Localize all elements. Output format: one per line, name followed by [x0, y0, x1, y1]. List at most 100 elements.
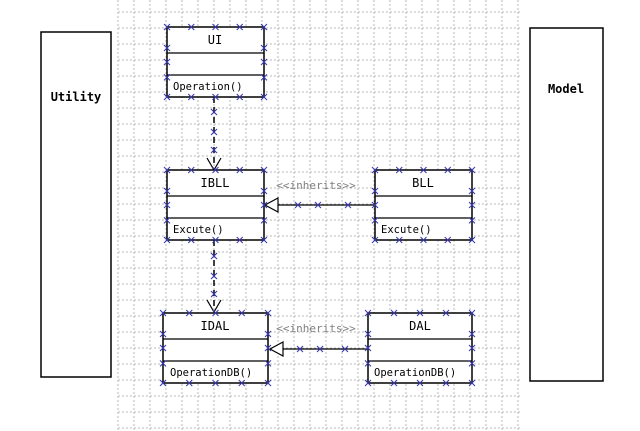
- handle-marker: [371, 236, 379, 244]
- handle-marker: [187, 93, 195, 101]
- handle-marker: [468, 379, 476, 387]
- bll-ibll-stereotype: <<inherits>>: [276, 179, 356, 192]
- handle-marker: [344, 201, 352, 209]
- handle-marker: [364, 309, 372, 317]
- selection-handles: [159, 23, 476, 387]
- handle-marker: [264, 344, 272, 352]
- handle-marker: [364, 360, 372, 367]
- handle-marker: [163, 74, 171, 81]
- handle-marker: [260, 166, 268, 174]
- handle-marker: [260, 23, 268, 31]
- handle-marker: [390, 379, 398, 387]
- handle-marker: [341, 345, 349, 353]
- class-ibll-name: IBLL: [201, 176, 230, 190]
- handle-marker: [260, 44, 268, 52]
- class-dal-operation: OperationDB(): [374, 367, 456, 379]
- handle-marker: [212, 236, 219, 244]
- handle-marker: [371, 217, 379, 224]
- handle-marker: [159, 360, 167, 367]
- handle-marker: [210, 290, 218, 298]
- bll-ibll-generalization[interactable]: <<inherits>>: [263, 179, 375, 214]
- handle-marker: [468, 344, 476, 352]
- handle-marker: [212, 23, 219, 31]
- handle-marker: [371, 201, 379, 209]
- handle-marker: [212, 309, 219, 317]
- handle-marker: [442, 379, 450, 387]
- class-ui-operation: Operation(): [173, 81, 243, 93]
- handle-marker: [163, 44, 171, 52]
- class-idal[interactable]: IDAL OperationDB(): [162, 312, 269, 384]
- handle-marker: [210, 128, 218, 136]
- handle-marker: [468, 187, 476, 195]
- handle-marker: [212, 379, 219, 387]
- handle-marker: [468, 166, 476, 174]
- handle-marker: [163, 201, 171, 209]
- class-idal-name: IDAL: [201, 319, 230, 333]
- handle-marker: [187, 236, 195, 244]
- handle-marker: [260, 58, 268, 66]
- handle-marker: [420, 236, 427, 244]
- handle-marker: [442, 309, 450, 317]
- handle-marker: [264, 379, 272, 387]
- handle-marker: [187, 166, 195, 174]
- dal-idal-generalization[interactable]: <<inherits>>: [268, 322, 368, 358]
- handle-marker: [468, 201, 476, 209]
- handle-marker: [364, 379, 372, 387]
- utility-panel-box: [40, 31, 112, 378]
- handle-marker: [468, 236, 476, 244]
- class-idal-operation: OperationDB(): [170, 367, 252, 379]
- handle-marker: [163, 93, 171, 101]
- handle-marker: [364, 330, 372, 338]
- handle-marker: [260, 93, 268, 101]
- handle-marker: [420, 166, 427, 174]
- handle-marker: [159, 344, 167, 352]
- handle-marker: [264, 360, 272, 367]
- handle-marker: [236, 93, 244, 101]
- handle-marker: [371, 187, 379, 195]
- class-ibll-box: [166, 169, 265, 241]
- handle-marker: [314, 201, 322, 209]
- handle-marker: [260, 217, 268, 224]
- handle-marker: [163, 166, 171, 174]
- handle-marker: [238, 379, 246, 387]
- class-bll-box: [374, 169, 473, 241]
- handle-marker: [260, 236, 268, 244]
- handle-marker: [416, 379, 424, 387]
- handle-marker: [395, 166, 403, 174]
- dal-idal-stereotype: <<inherits>>: [276, 322, 356, 335]
- handle-marker: [260, 74, 268, 81]
- handle-marker: [468, 217, 476, 224]
- handle-marker: [468, 360, 476, 367]
- utility-panel[interactable]: Utility: [40, 31, 112, 378]
- class-ui[interactable]: UI Operation(): [166, 26, 265, 98]
- handle-marker: [185, 379, 193, 387]
- handle-marker: [163, 23, 171, 31]
- class-bll[interactable]: BLL Excute(): [374, 169, 473, 241]
- bll-ibll-triangle: [263, 196, 279, 214]
- handle-marker: [444, 166, 452, 174]
- class-dal[interactable]: DAL OperationDB(): [367, 312, 473, 384]
- handle-marker: [210, 146, 218, 154]
- handle-marker: [212, 93, 219, 101]
- handle-marker: [294, 201, 302, 209]
- handle-marker: [236, 166, 244, 174]
- handle-marker: [159, 379, 167, 387]
- handle-marker: [163, 217, 171, 224]
- handle-marker: [187, 23, 195, 31]
- model-panel[interactable]: Model: [529, 27, 604, 382]
- handle-marker: [163, 58, 171, 66]
- handle-marker: [163, 187, 171, 195]
- handle-marker: [416, 309, 424, 317]
- model-panel-label: Model: [548, 82, 584, 96]
- handle-marker: [468, 309, 476, 317]
- class-bll-name: BLL: [412, 176, 434, 190]
- handle-marker: [260, 201, 268, 209]
- class-ibll[interactable]: IBLL Excute(): [166, 169, 265, 241]
- handle-marker: [236, 23, 244, 31]
- handle-marker: [236, 236, 244, 244]
- model-panel-box: [529, 27, 604, 382]
- handle-marker: [238, 309, 246, 317]
- class-ui-name: UI: [208, 33, 222, 47]
- handle-marker: [390, 309, 398, 317]
- class-bll-operation: Excute(): [381, 224, 432, 236]
